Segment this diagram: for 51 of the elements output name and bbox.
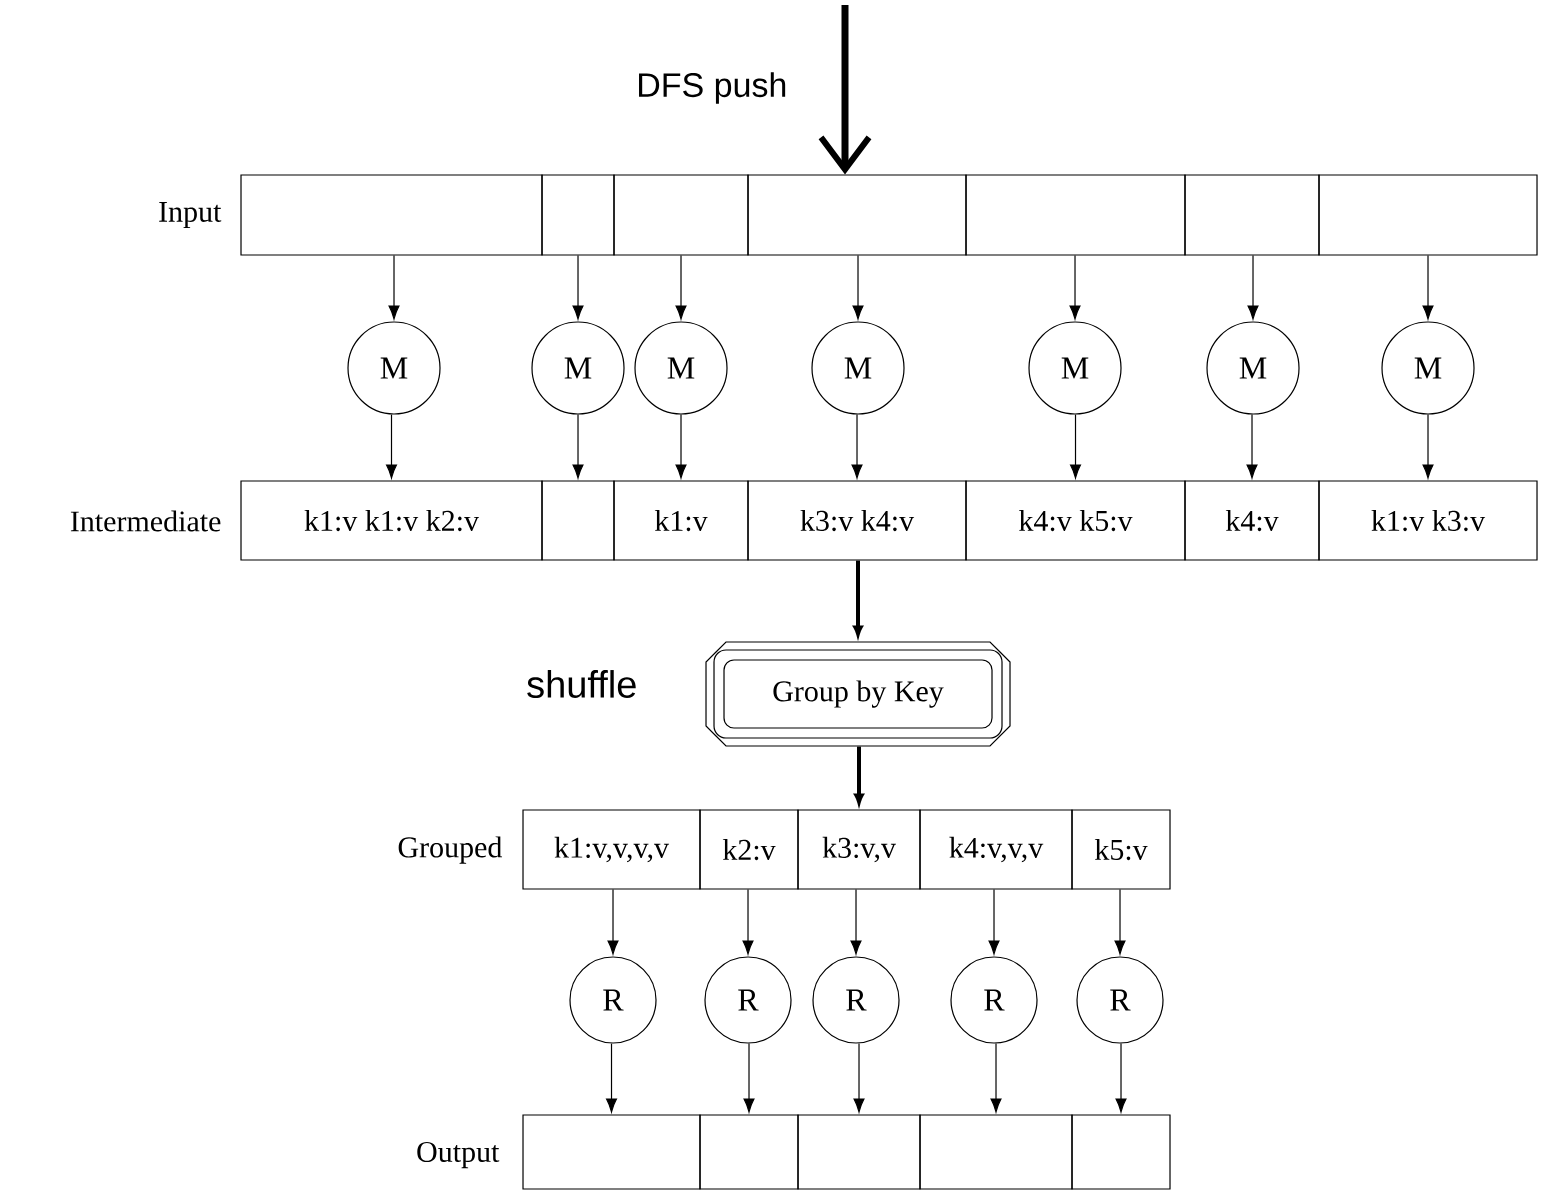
arrow xyxy=(990,1043,1002,1113)
arrow xyxy=(572,255,584,320)
arrow xyxy=(852,255,864,320)
table-cell: k3:v k4:v xyxy=(747,480,967,561)
table-cell: k3:v,v xyxy=(797,809,921,890)
table-cell: k1:v k1:v k2:v xyxy=(240,480,543,561)
arrow xyxy=(605,1043,618,1113)
arrow xyxy=(1069,255,1081,320)
table-cell: k4:v xyxy=(1184,480,1320,561)
table-cell: k1:v k3:v xyxy=(1318,480,1538,561)
table-cell xyxy=(522,1114,701,1190)
arrow xyxy=(388,255,400,320)
table-cell: k4:v k5:v xyxy=(965,480,1186,561)
arrow xyxy=(988,889,1000,955)
table-cell xyxy=(919,1114,1073,1190)
table-cell xyxy=(797,1114,921,1190)
arrow xyxy=(1069,414,1082,479)
table-cell xyxy=(1318,174,1538,256)
table-cell xyxy=(1184,174,1320,256)
arrow xyxy=(850,889,862,955)
table-cell: k1:v xyxy=(613,480,749,561)
table-cell xyxy=(541,174,615,256)
table-cell xyxy=(1071,1114,1171,1190)
arrow xyxy=(853,1043,865,1113)
arrow xyxy=(607,889,619,955)
table-cell xyxy=(747,174,967,256)
arrow xyxy=(675,414,687,479)
arrow xyxy=(1246,414,1258,479)
arrow xyxy=(743,1043,755,1113)
table-cell xyxy=(613,174,749,256)
table-cell: k5:v xyxy=(1071,809,1171,890)
process-box: Group by Key xyxy=(705,641,1011,747)
table-cell xyxy=(965,174,1186,256)
table-cell: k2:v xyxy=(699,809,799,890)
table-cell xyxy=(699,1114,799,1190)
arrow xyxy=(385,414,398,479)
arrow xyxy=(1422,414,1434,479)
table-cell: k4:v,v,v xyxy=(919,809,1073,890)
arrow xyxy=(1115,1043,1127,1113)
table-cell xyxy=(541,480,615,561)
arrow xyxy=(1422,255,1434,320)
arrow xyxy=(742,889,754,955)
table-cell: k1:v,v,v,v xyxy=(522,809,701,890)
arrow xyxy=(1247,255,1259,320)
arrow xyxy=(851,414,863,479)
side-label: shuffle xyxy=(527,670,636,698)
arrow xyxy=(675,255,687,320)
arrow xyxy=(1114,889,1126,955)
table-cell xyxy=(240,174,543,256)
edge-label: DFS push xyxy=(639,72,786,104)
arrow xyxy=(572,414,584,479)
